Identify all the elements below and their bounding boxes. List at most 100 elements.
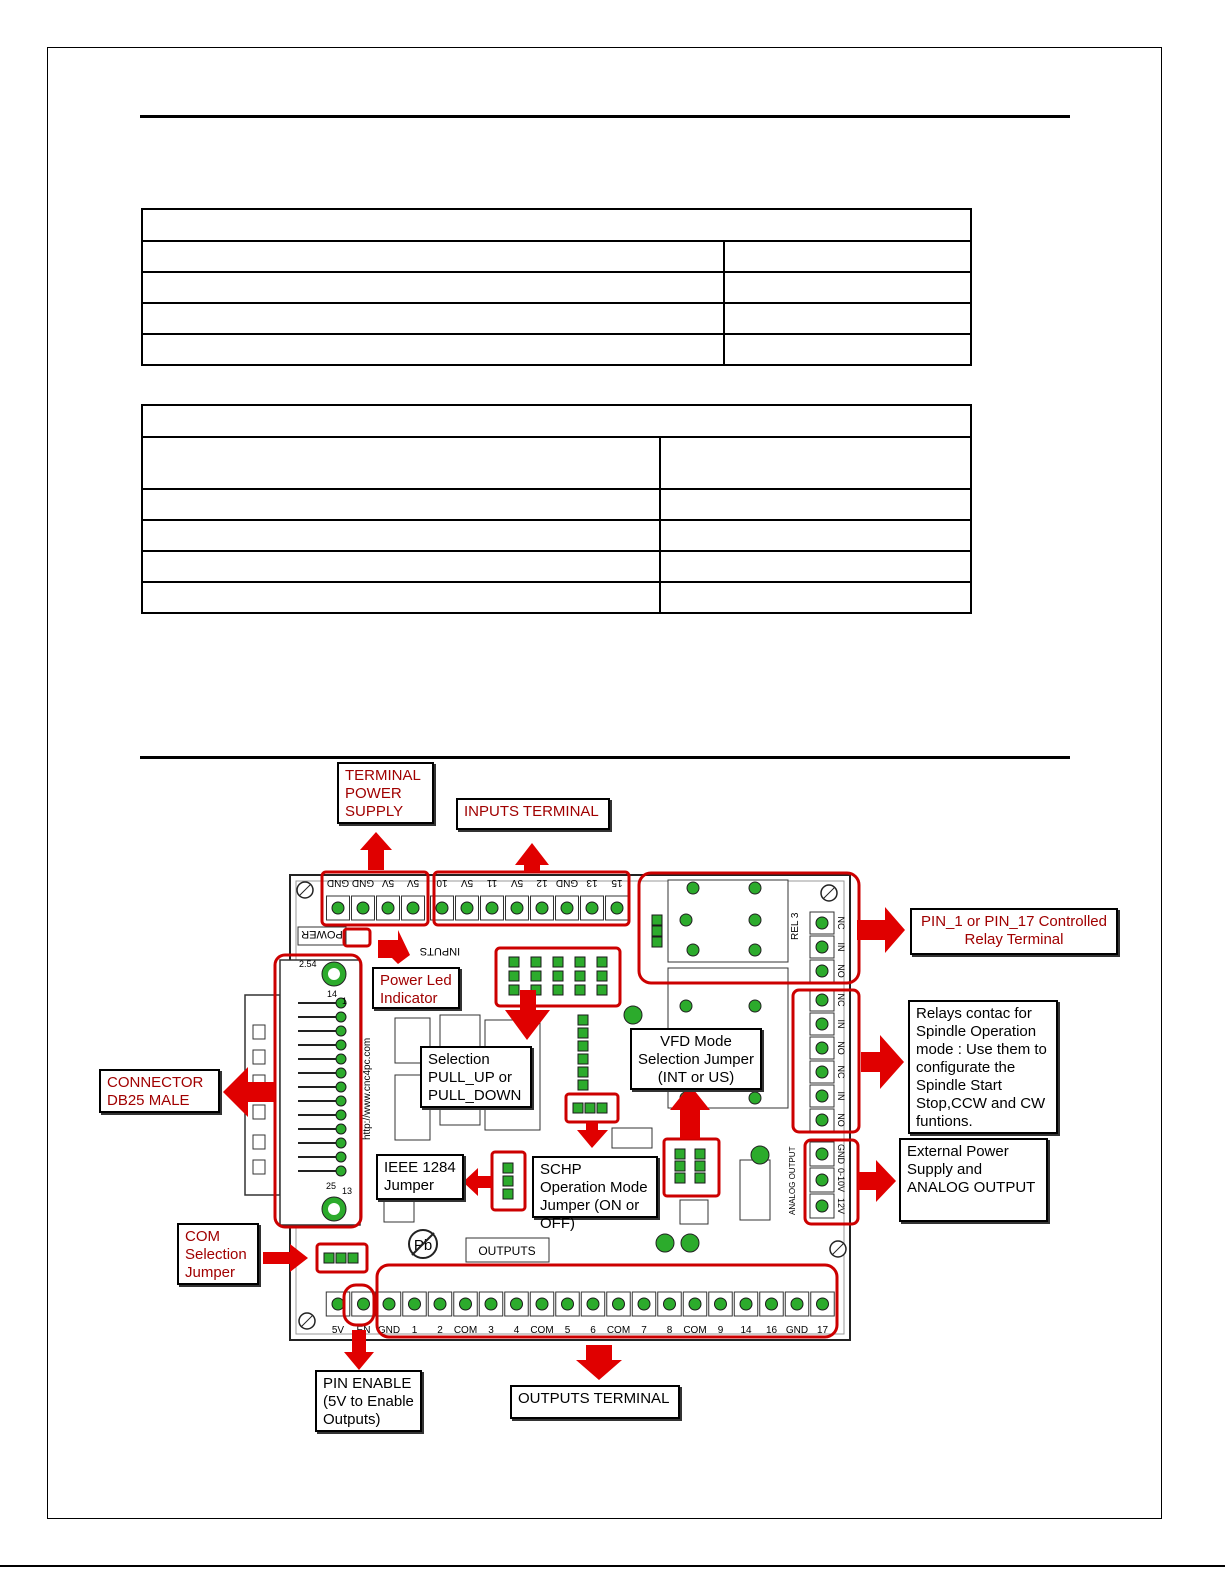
db25-label-1: 1: [342, 996, 347, 1006]
terminal-pin-label: 5V: [332, 1325, 345, 1336]
terminal-pad: [535, 1297, 549, 1311]
terminal-pad: [610, 901, 624, 915]
table-cell: [141, 581, 661, 614]
db25-pad: [335, 997, 347, 1009]
label-selection-pullup: Selection PULL_UP or PULL_DOWN: [420, 1046, 532, 1108]
terminal-pin-label: 13: [586, 877, 598, 888]
terminal-pad: [408, 1297, 421, 1311]
terminal-pad: [815, 1147, 829, 1161]
jumper-pad: [323, 1252, 335, 1264]
terminal-pad: [484, 1297, 498, 1311]
terminal-pin-label: 0-10V: [836, 1168, 846, 1192]
arrow-right-relay-contacts: [861, 1035, 904, 1089]
terminal-pin-label: 5V: [382, 877, 395, 888]
db25-pad: [335, 1053, 347, 1065]
jumper-pad: [577, 1053, 589, 1065]
terminal-pad: [560, 901, 574, 915]
terminal-pad: [459, 1297, 472, 1311]
label-external-power: External Power Supply and ANALOG OUTPUT: [899, 1138, 1048, 1222]
terminal-pin-label: 4: [514, 1325, 520, 1336]
label-relay-terminal: PIN_1 or PIN_17 Controlled Relay Termina…: [910, 908, 1118, 955]
jumper-pad: [572, 1102, 584, 1114]
terminal-pad: [331, 1297, 345, 1311]
jumper-pad: [552, 970, 564, 982]
jumper-pad: [694, 1160, 706, 1172]
outputs-silk-box: [465, 1237, 550, 1263]
table-cell: [723, 302, 972, 335]
terminal-pad: [561, 1297, 574, 1311]
analog-silk-text: ANALOG OUTPUT: [788, 1146, 797, 1215]
jumper-pad: [694, 1148, 706, 1160]
power-silk-text: POWER: [301, 928, 343, 940]
terminal-pad: [586, 1297, 600, 1311]
jumper-pad: [574, 970, 586, 982]
table-cell: [659, 550, 972, 583]
db25-pad: [335, 1011, 347, 1023]
label-connector-db25: CONNECTOR DB25 MALE: [99, 1069, 220, 1113]
jumper-pad: [577, 1079, 589, 1091]
spec-table-2: [141, 404, 972, 614]
table-cell: [141, 488, 661, 521]
label-power-led: Power Led Indicator: [372, 967, 460, 1009]
jumper-pad: [596, 970, 608, 982]
jumper-pad: [335, 1252, 347, 1264]
db25-label-254: 2.54: [299, 959, 317, 969]
terminal-pad: [815, 993, 829, 1007]
page-frame: [47, 47, 1162, 1519]
db25-pad: [335, 1095, 347, 1107]
table-cell: [723, 240, 972, 273]
arrow-down-pullup: [505, 990, 550, 1040]
terminal-pad: [815, 1113, 829, 1127]
label-schp-jumper: SCHP Operation Mode Jumper (ON or OFF): [532, 1156, 658, 1232]
jumper-pad: [574, 956, 586, 968]
terminal-pad: [433, 1297, 447, 1311]
table-cell: [141, 436, 661, 490]
jumper-pad: [577, 1040, 589, 1052]
terminal-pad: [739, 1297, 753, 1311]
db25-pad: [335, 1109, 347, 1121]
terminal-pin-label: IN: [836, 943, 846, 952]
outputs-silk-text: OUTPUTS: [478, 1244, 535, 1258]
arrow-right-analog: [858, 1160, 896, 1202]
terminal-pin-label: 10: [436, 877, 448, 888]
terminal-pad: [815, 916, 829, 930]
terminal-pin-label: GND: [378, 1325, 400, 1336]
terminal-pin-label: GND: [352, 877, 374, 888]
terminal-pad: [535, 901, 549, 915]
jumper-pad: [508, 956, 520, 968]
arrow-down-schp: [577, 1122, 608, 1148]
table-cell: [723, 333, 972, 366]
terminal-pin-label: 14: [740, 1325, 752, 1336]
label-relays-contact: Relays contac for Spindle Operation mode…: [908, 1000, 1058, 1134]
terminal-pad: [356, 901, 370, 915]
jumper-pad: [552, 956, 564, 968]
jumper-pad: [584, 1102, 596, 1114]
label-ieee-jumper: IEEE 1284 Jumper: [376, 1154, 464, 1200]
arrow-right-relay: [857, 907, 905, 953]
terminal-pin-label: NO: [836, 1113, 846, 1127]
terminal-pad: [510, 901, 524, 915]
table-cell: [141, 519, 661, 552]
highlight-power-terminal: [320, 870, 430, 927]
terminal-pin-label: NC: [836, 1066, 846, 1079]
terminal-pad: [331, 901, 345, 915]
highlight-com: [315, 1242, 369, 1274]
jumper-pad: [577, 1027, 589, 1039]
inputs-silk-text: INPUTS: [420, 945, 460, 957]
arrow-left-db25: [223, 1067, 275, 1117]
jumper-pad: [651, 925, 663, 937]
jumper-pad: [674, 1148, 686, 1160]
terminal-pad: [382, 1297, 396, 1311]
highlight-relay-contacts: [791, 988, 861, 1134]
spec-table-1-header: [141, 208, 972, 242]
pb-strike: [411, 1232, 435, 1256]
terminal-pad: [714, 1297, 727, 1311]
terminal-pad: [585, 901, 599, 915]
terminal-output-pins: 5VENGND12COM34COM56COM78COM91416GND17: [325, 1291, 835, 1336]
table-cell: [723, 271, 972, 304]
arrow-down-pin-enable: [344, 1330, 374, 1370]
terminal-pin-label: 12: [536, 877, 548, 888]
db25-label-14: 14: [327, 989, 337, 999]
